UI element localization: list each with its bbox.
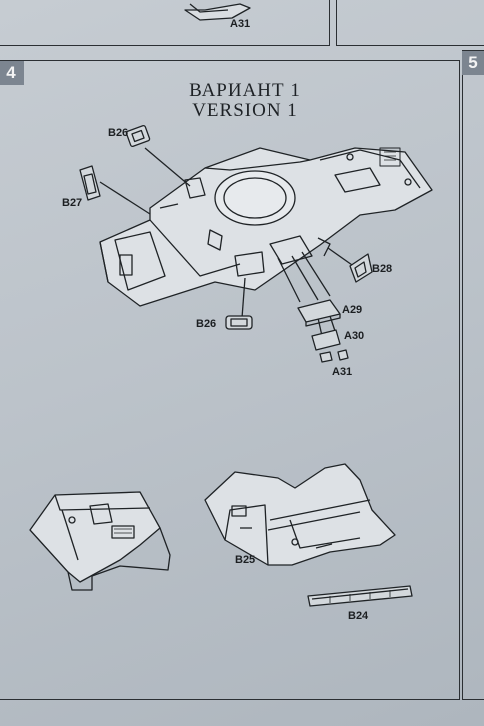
part-b26-lower <box>225 315 253 330</box>
part-a30 <box>311 329 341 351</box>
part-a29 <box>297 299 341 327</box>
part-b27 <box>79 165 101 201</box>
title-russian: ВАРИАНТ 1 <box>189 80 301 101</box>
lower-hull-right-drawing <box>204 463 396 566</box>
label-a31: A31 <box>332 366 352 378</box>
step-number-badge: 4 <box>0 61 24 85</box>
previous-step-part-drawing <box>184 3 251 21</box>
label-b26-upper: B26 <box>108 127 128 139</box>
label-b24: B24 <box>348 610 369 622</box>
label-a29: A29 <box>342 304 362 316</box>
upper-hull-drawing <box>99 147 433 337</box>
next-step-number-badge: 5 <box>462 51 484 75</box>
label-b28: B28 <box>372 263 392 275</box>
step-5-panel <box>462 50 484 700</box>
label-b27: B27 <box>62 197 82 209</box>
previous-step-panel <box>0 0 330 46</box>
part-b24 <box>307 585 413 607</box>
previous-step-panel-right <box>336 0 484 46</box>
label-a31-top: A31 <box>230 18 250 30</box>
label-a30: A30 <box>344 330 364 342</box>
part-b26-upper <box>125 124 151 148</box>
lower-hull-left-drawing <box>29 491 171 591</box>
title-english: VERSION 1 <box>192 100 298 121</box>
label-b26-lower: B26 <box>196 318 216 330</box>
part-a31 <box>319 349 349 363</box>
label-b25: B25 <box>235 554 255 566</box>
part-b28 <box>349 253 373 283</box>
step-4-panel <box>0 60 460 700</box>
